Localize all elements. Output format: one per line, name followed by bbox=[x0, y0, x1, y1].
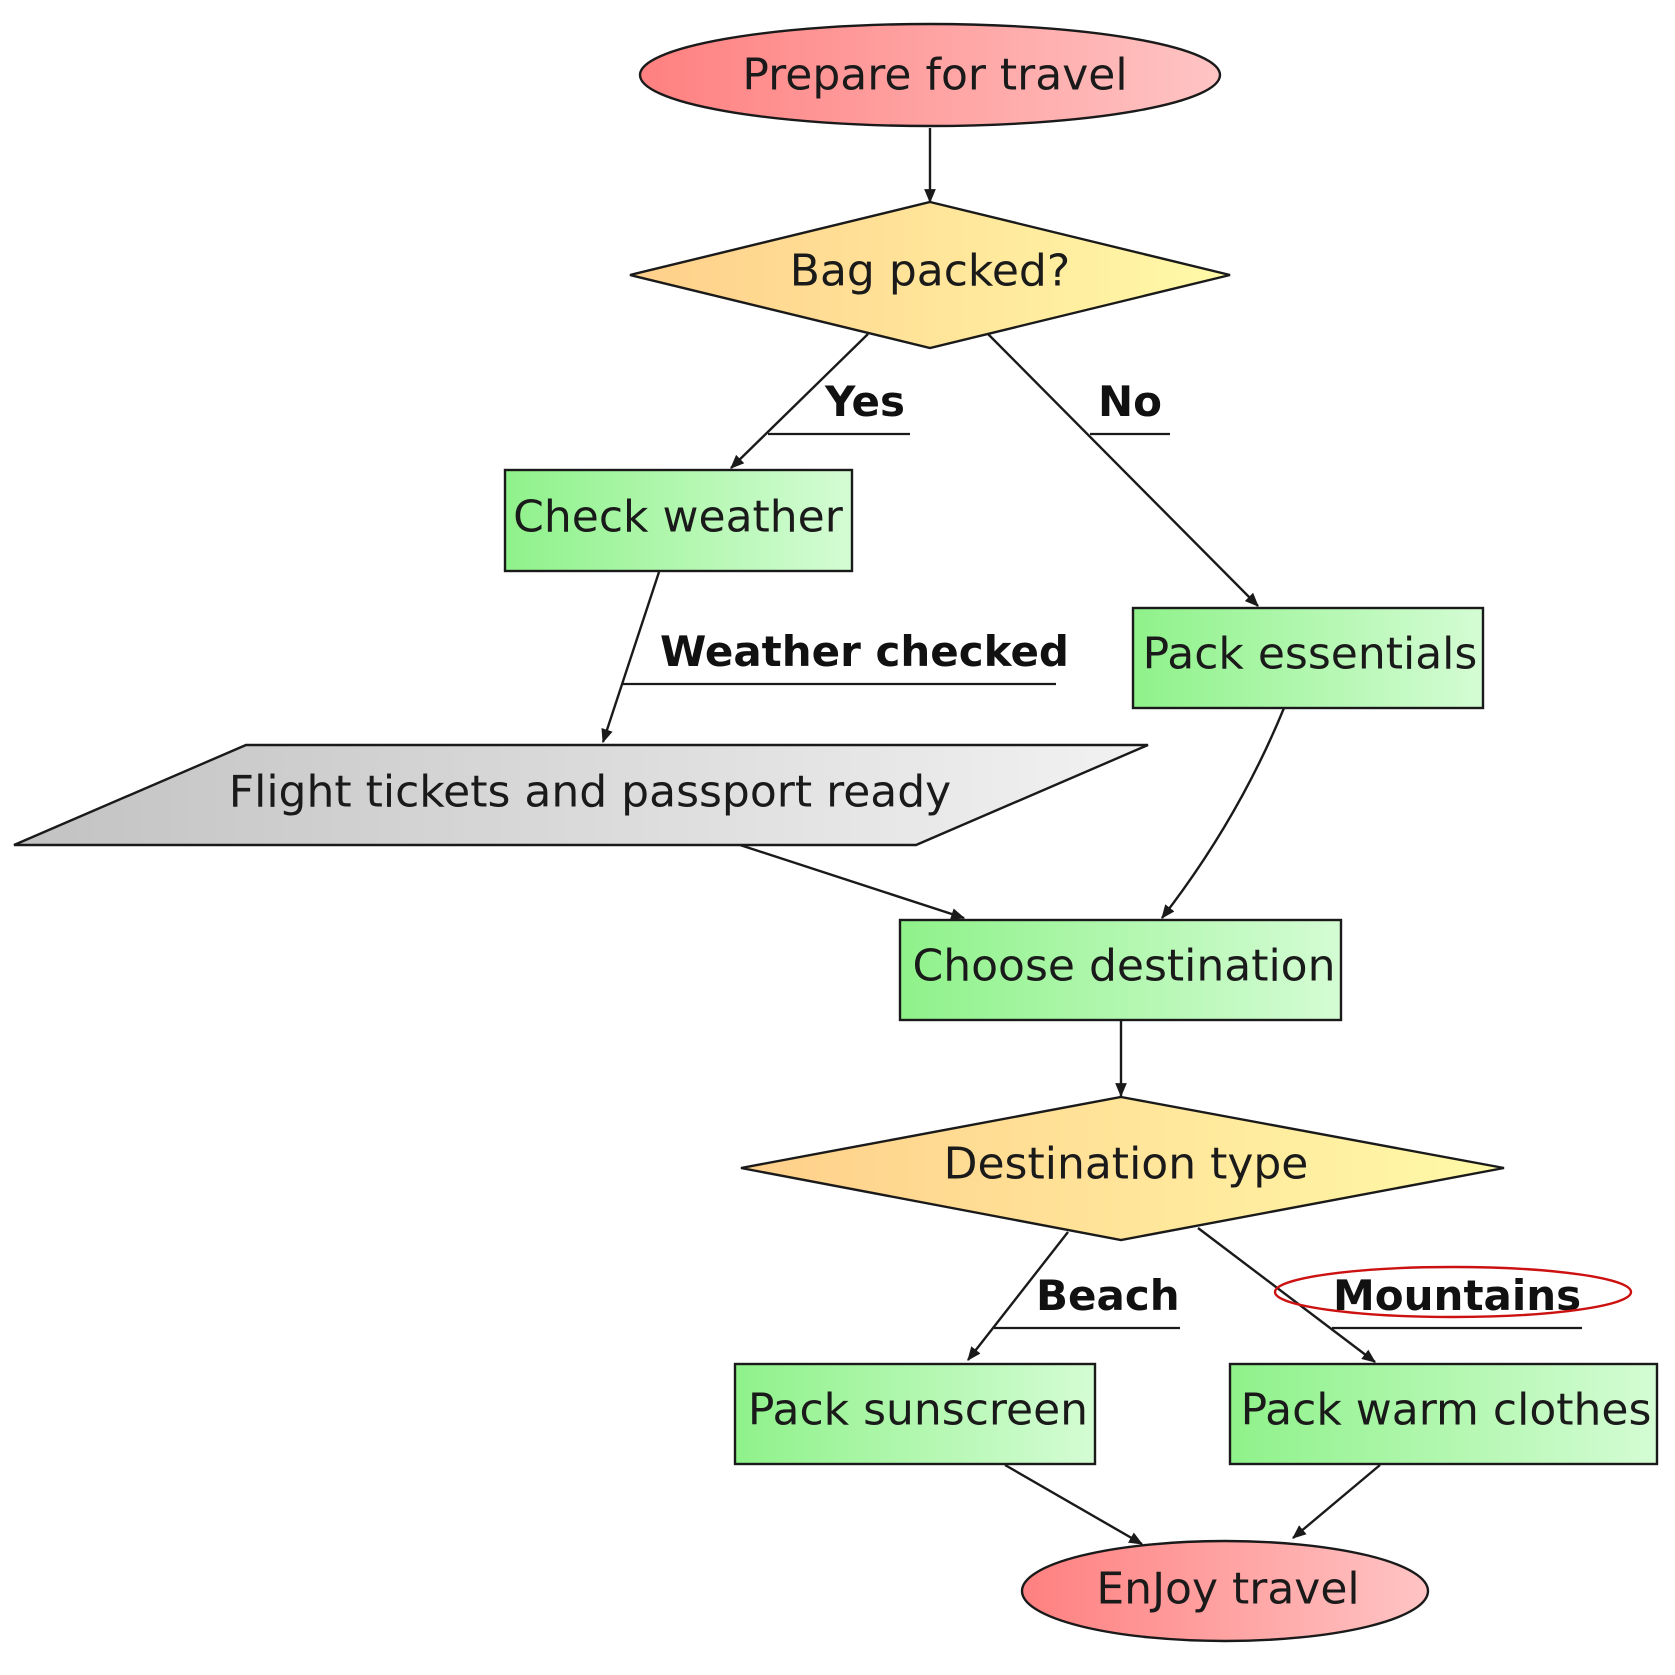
edge-label-no: No bbox=[1098, 377, 1162, 426]
process-shape bbox=[898, 918, 1343, 1022]
edge-pack-sunscreen-to-end bbox=[1004, 1463, 1144, 1546]
edge-pack-essentials-to-choose-destination bbox=[1161, 707, 1286, 919]
edge-label-weather-checked: Weather checked bbox=[660, 627, 1069, 676]
node-pack-warm-clothes: Pack warm clothes bbox=[1228, 1362, 1659, 1466]
edge-label-beach: Beach bbox=[1036, 1271, 1180, 1320]
decision-shape bbox=[740, 1095, 1505, 1242]
edge-label-mountains: Mountains bbox=[1333, 1271, 1581, 1320]
terminal-shape bbox=[638, 22, 1222, 128]
node-pack-essentials: Pack essentials bbox=[1131, 606, 1485, 710]
edge-check-weather-to-tickets bbox=[601, 571, 661, 744]
node-pack-sunscreen: Pack sunscreen bbox=[733, 1362, 1097, 1466]
process-shape bbox=[1228, 1362, 1659, 1466]
mountains-highlight-circle bbox=[1273, 1265, 1633, 1319]
edge-labels: Yes No Weather checked Beach Mountains bbox=[622, 377, 1633, 1330]
node-label: Choose destination bbox=[913, 941, 1336, 992]
node-destination-type: Destination type bbox=[740, 1095, 1505, 1242]
data-shape bbox=[13, 743, 1149, 847]
node-label: Pack essentials bbox=[1143, 629, 1478, 680]
edge-destination-type-to-pack-sunscreen bbox=[967, 1231, 1069, 1361]
process-shape bbox=[503, 468, 854, 573]
decision-shape bbox=[629, 200, 1231, 350]
node-label: Pack warm clothes bbox=[1241, 1385, 1652, 1436]
process-shape bbox=[1131, 606, 1485, 710]
node-end: EnJoy travel bbox=[1020, 1539, 1430, 1643]
edge-bag-packed-to-check-weather bbox=[730, 333, 869, 469]
node-tickets-passport: Flight tickets and passport ready bbox=[13, 743, 1149, 847]
node-label: Check weather bbox=[513, 492, 844, 543]
edge-pack-warm-clothes-to-end bbox=[1292, 1464, 1381, 1539]
node-label: Destination type bbox=[944, 1139, 1309, 1190]
edges bbox=[601, 128, 1381, 1546]
edge-tickets-to-choose-destination bbox=[739, 843, 966, 920]
node-label: Prepare for travel bbox=[742, 50, 1127, 101]
terminal-shape bbox=[1020, 1539, 1430, 1643]
node-label: Pack sunscreen bbox=[748, 1385, 1088, 1436]
edge-label-yes: Yes bbox=[824, 377, 905, 426]
node-choose-destination: Choose destination bbox=[898, 918, 1343, 1022]
node-start: Prepare for travel bbox=[638, 22, 1222, 128]
node-label: EnJoy travel bbox=[1096, 1564, 1359, 1615]
process-shape bbox=[733, 1362, 1097, 1466]
node-label: Flight tickets and passport ready bbox=[229, 767, 951, 818]
node-label: Bag packed? bbox=[790, 246, 1070, 297]
node-bag-packed: Bag packed? bbox=[629, 200, 1231, 350]
node-check-weather: Check weather bbox=[503, 468, 854, 573]
edge-bag-packed-to-pack-essentials bbox=[987, 333, 1259, 607]
edge-destination-type-to-pack-warm-clothes bbox=[1197, 1227, 1376, 1363]
